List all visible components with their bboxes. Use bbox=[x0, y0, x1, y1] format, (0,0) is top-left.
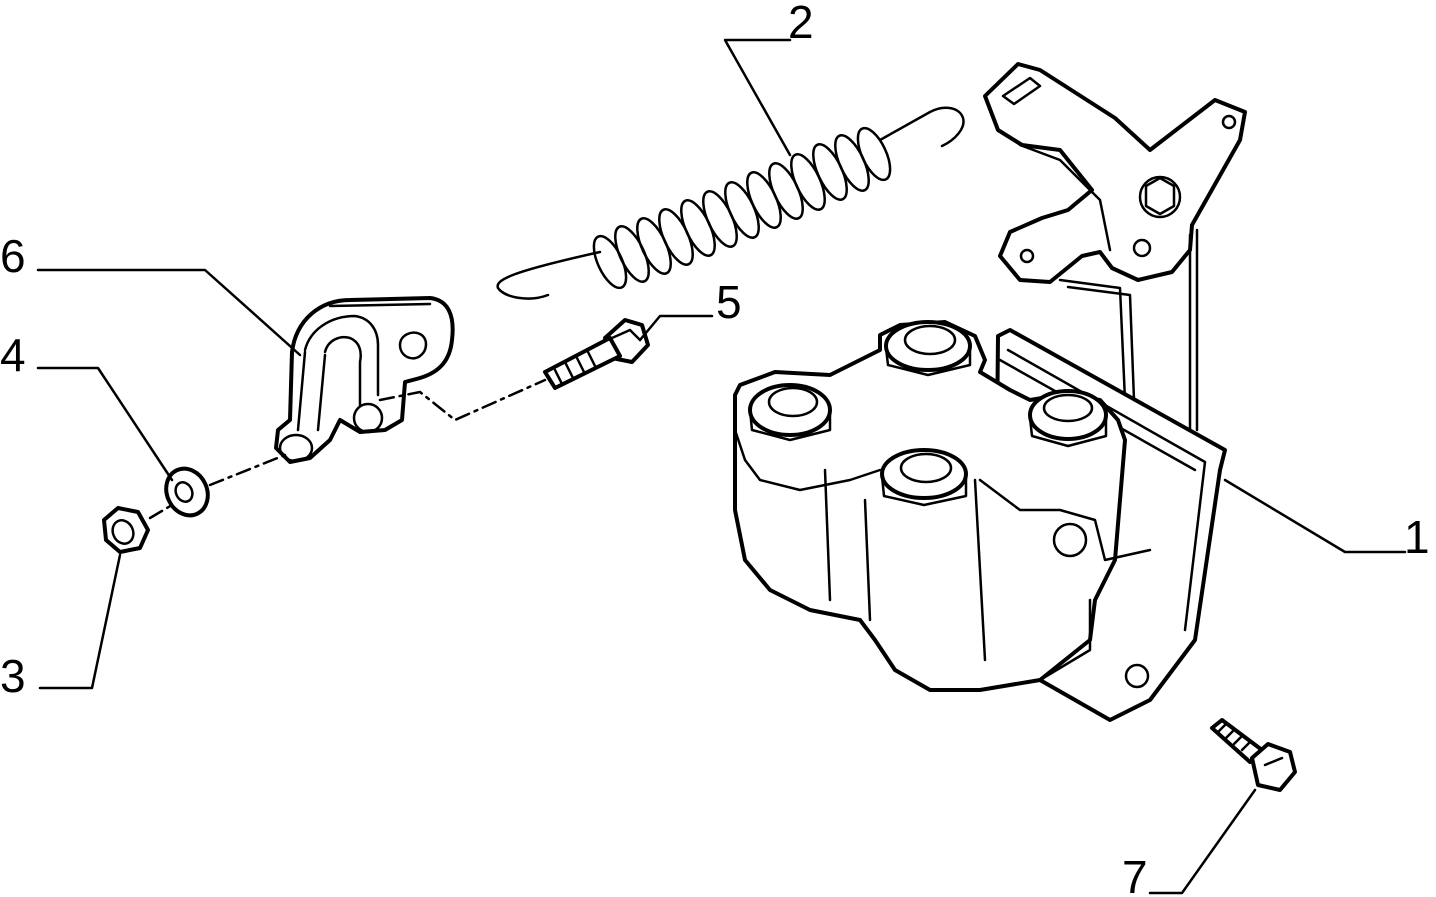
part-5-bolt bbox=[543, 318, 650, 390]
callout-6: 6 bbox=[0, 230, 26, 282]
part-1-port-top-left bbox=[748, 383, 832, 442]
part-1-valve-body bbox=[733, 320, 1152, 692]
assembly-axis-line bbox=[148, 378, 547, 520]
callout-2: 2 bbox=[788, 0, 814, 48]
part-4-washer bbox=[164, 466, 210, 518]
leader-3 bbox=[38, 553, 122, 690]
callout-5: 5 bbox=[716, 276, 742, 328]
part-1-port-right bbox=[1028, 389, 1108, 448]
part-1-port-top-center bbox=[884, 320, 972, 377]
part-1-upper-bracket bbox=[983, 62, 1247, 432]
callout-7: 7 bbox=[1122, 851, 1148, 897]
part-6-lever bbox=[274, 296, 455, 464]
leader-6 bbox=[36, 268, 302, 357]
part-2-tension-spring bbox=[496, 106, 965, 300]
leader-lines bbox=[36, 38, 1407, 895]
callout-1: 1 bbox=[1404, 511, 1430, 563]
spring-coils bbox=[592, 126, 892, 290]
leader-1 bbox=[1223, 478, 1407, 554]
part-3-nut bbox=[102, 506, 150, 554]
leader-7 bbox=[1148, 788, 1257, 895]
part-1-valve-assembly bbox=[733, 62, 1247, 722]
part-1-port-bottom-center bbox=[880, 448, 968, 507]
callout-4: 4 bbox=[0, 329, 26, 381]
callout-3: 3 bbox=[0, 650, 26, 702]
leader-4 bbox=[36, 366, 174, 482]
part-7-screw bbox=[1210, 718, 1297, 792]
leader-2 bbox=[723, 38, 792, 157]
leader-5 bbox=[638, 314, 714, 342]
